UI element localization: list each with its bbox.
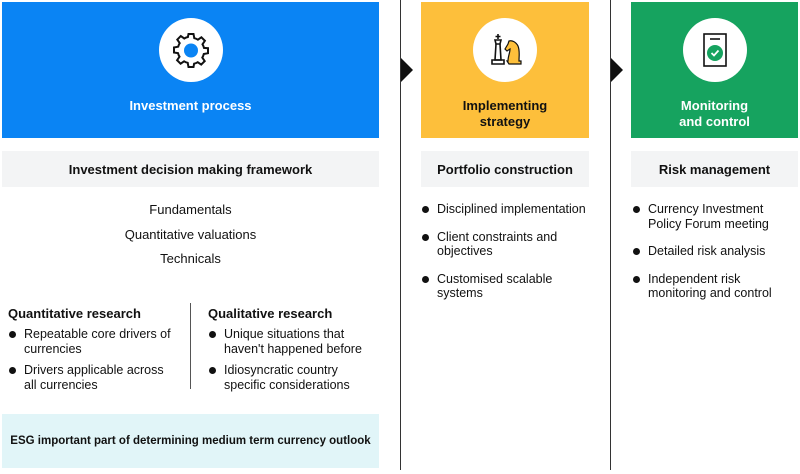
framework-subheader: Investment decision making framework (2, 151, 379, 187)
framework-item: Technicals (160, 251, 221, 266)
list-item: Repeatable core drivers of currencies (8, 327, 178, 356)
framework-item: Quantitative valuations (124, 226, 257, 242)
list-item: Unique situations that haven't happened … (208, 327, 378, 356)
list-item: Idiosyncratic country specific considera… (208, 363, 378, 392)
research-divider (190, 303, 191, 389)
list-item: Client constraints and objectives (421, 230, 601, 259)
chess-pieces-icon (491, 34, 522, 65)
gear-icon (172, 33, 209, 68)
list-item: Customised scalable systems (421, 272, 601, 301)
implementing-strategy-header: Implementing strategy (421, 2, 589, 138)
column-divider (610, 0, 611, 470)
quantitative-research-title: Quantitative research (8, 306, 141, 321)
portfolio-construction-subheader: Portfolio construction (421, 151, 589, 187)
list-item: Disciplined implementation (421, 202, 601, 217)
qualitative-research-title: Qualitative research (208, 306, 333, 321)
arrow-right-icon (401, 58, 413, 82)
monitoring-control-title: Monitoring and control (679, 98, 750, 129)
risk-management-subheader: Risk management (631, 151, 798, 187)
framework-list: Fundamentals Quantitative valuations Tec… (2, 198, 379, 272)
qualitative-list: Unique situations that haven't happened … (208, 327, 378, 392)
list-item: Currency Investment Policy Forum meeting (632, 202, 798, 231)
quantitative-list: Repeatable core drivers of currencies Dr… (8, 327, 178, 392)
implementing-list: Disciplined implementation Client constr… (421, 202, 601, 301)
monitoring-list: Currency Investment Policy Forum meeting… (632, 202, 798, 301)
chess-icon-circle (473, 18, 537, 82)
monitoring-control-header: Monitoring and control (631, 2, 798, 138)
clipboard-icon-circle (682, 18, 747, 82)
clipboard-check-icon (702, 33, 727, 67)
column-divider (400, 0, 401, 470)
investment-process-title: Investment process (129, 98, 252, 113)
gear-icon-circle (158, 18, 223, 82)
investment-process-header: Investment process (2, 2, 379, 138)
esg-note: ESG important part of determining medium… (2, 414, 379, 468)
implementing-strategy-title: Implementing strategy (462, 98, 548, 129)
list-item: Independent risk monitoring and control (632, 272, 798, 301)
framework-item: Fundamentals (149, 202, 232, 217)
list-item: Drivers applicable across all currencies (8, 363, 178, 392)
list-item: Detailed risk analysis (632, 244, 798, 259)
arrow-right-icon (611, 58, 623, 82)
